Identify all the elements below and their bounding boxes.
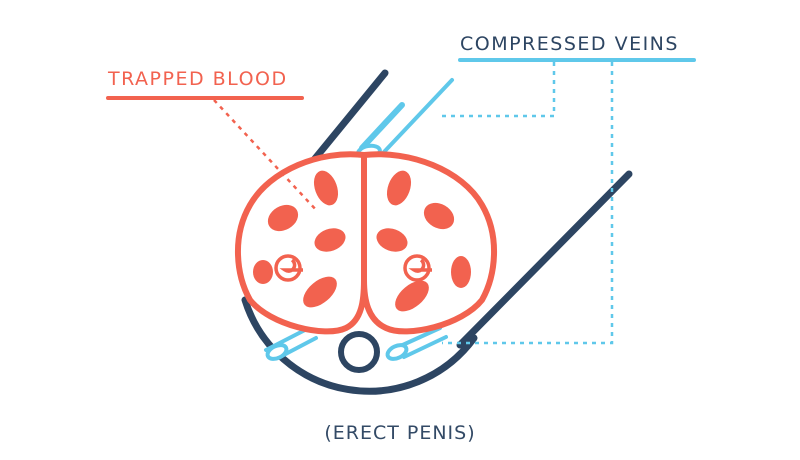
corpora-cavernosa (234, 151, 498, 335)
annotations (106, 58, 696, 345)
veins-leader-lower (442, 62, 614, 345)
trapped-blood-left (253, 170, 346, 308)
artery-left (274, 254, 303, 282)
corpus-left (234, 151, 367, 335)
vein-bottom-left (264, 328, 318, 361)
urethra-ring (338, 331, 380, 373)
vein-bottom-right (385, 326, 448, 361)
artery-right (403, 254, 432, 282)
trapped-blood-right (376, 170, 471, 312)
trapped-blood-label: TRAPPED BLOOD (108, 68, 288, 90)
skin-lower-line (456, 170, 633, 349)
trapped-blood-leader (213, 99, 319, 213)
veins-leader-upper (442, 62, 556, 118)
caption-erect-penis: (ERECT PENIS) (324, 422, 476, 444)
skin-bottom-arc (241, 296, 478, 395)
compressed-veins-label: COMPRESSED VEINS (460, 33, 679, 55)
